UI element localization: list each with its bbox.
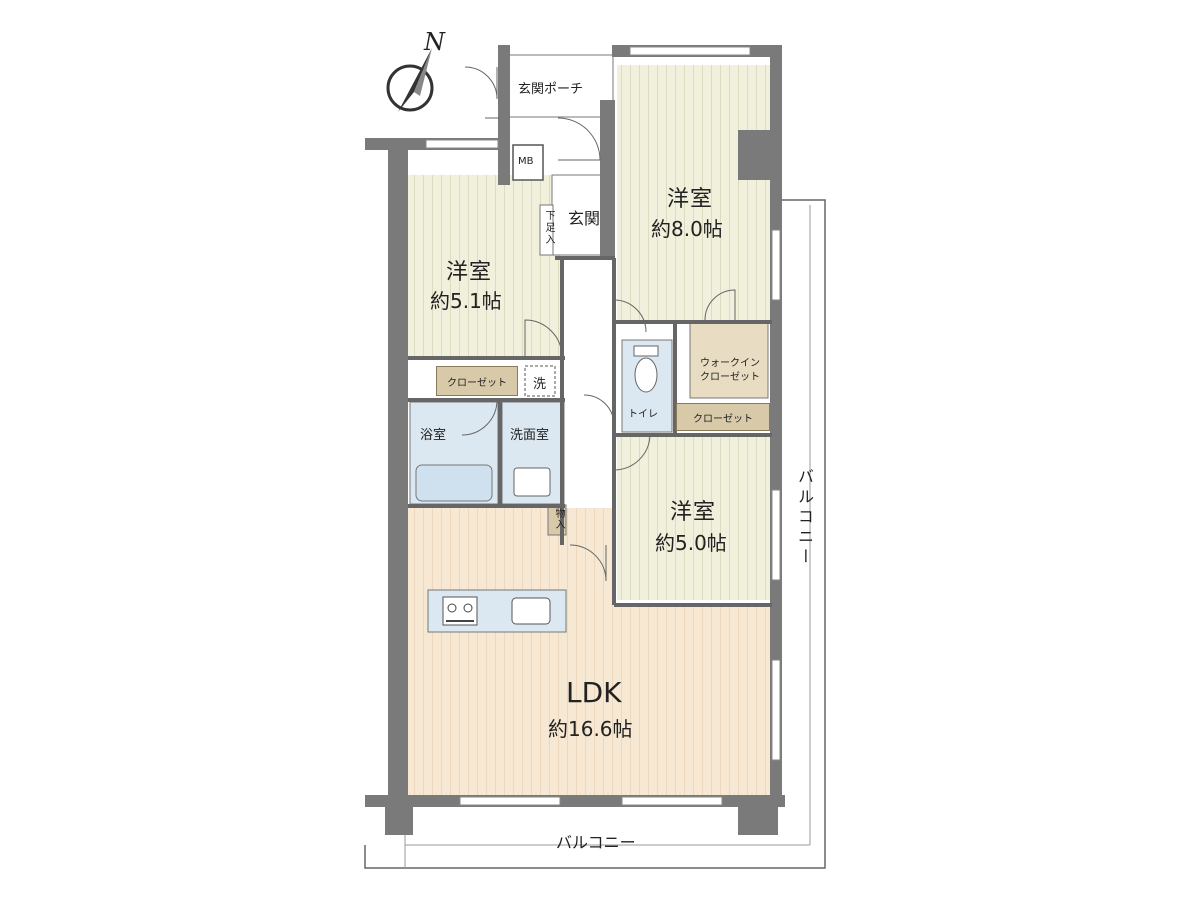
storage-label: 物入	[553, 508, 564, 530]
mb-label: MB	[518, 156, 534, 167]
bathroom-label: 浴室	[420, 428, 447, 443]
entrance-label: 玄関	[568, 209, 601, 228]
shoe-storage-floor	[539, 204, 554, 256]
compass-north-label: N	[424, 28, 445, 56]
room-western-a-floor	[408, 175, 560, 357]
kitchen-sink	[511, 597, 551, 625]
closet-a-label: クローゼット	[436, 366, 518, 396]
room-western-c-name: 洋室	[670, 500, 717, 525]
room-western-c-floor	[617, 435, 772, 600]
compass-rose	[386, 48, 434, 112]
washroom-label: 洗面室	[510, 428, 550, 443]
washer-space	[524, 365, 556, 397]
room-western-b-floor	[617, 65, 772, 320]
corridor-floor	[570, 258, 610, 508]
room-ldk-name: LDK	[566, 676, 622, 709]
windows	[425, 46, 781, 806]
room-ldk-floor	[408, 508, 772, 800]
room-ldk-area: 約16.6帖	[548, 717, 633, 741]
shoe-storage-label: 下足入	[543, 210, 554, 246]
room-western-b-area: 約8.0帖	[651, 217, 723, 241]
wic-floor	[689, 322, 769, 399]
mb-box	[512, 144, 544, 181]
room-western-a-area: 約5.1帖	[430, 289, 502, 313]
door-swings	[461, 66, 736, 582]
toilet-bowl	[634, 357, 658, 393]
washer-label: 洗	[533, 377, 547, 392]
bathtub	[415, 464, 493, 502]
wic-label-line2: クローゼット	[700, 372, 760, 383]
room-western-c-area: 約5.0帖	[655, 531, 727, 555]
balcony-right-label: バルコニー	[795, 468, 814, 568]
room-western-a-name: 洋室	[446, 260, 493, 285]
room-western-b-name: 洋室	[667, 187, 714, 212]
wic-label-line1: ウォークイン	[700, 358, 760, 369]
balcony-bottom-label: バルコニー	[556, 833, 636, 852]
porch-label: 玄関ポーチ	[518, 82, 584, 97]
wash-basin	[513, 467, 551, 497]
closet-b-label: クローゼット	[676, 403, 770, 431]
toilet-label: トイレ	[628, 409, 658, 420]
toilet-tank	[633, 345, 659, 357]
